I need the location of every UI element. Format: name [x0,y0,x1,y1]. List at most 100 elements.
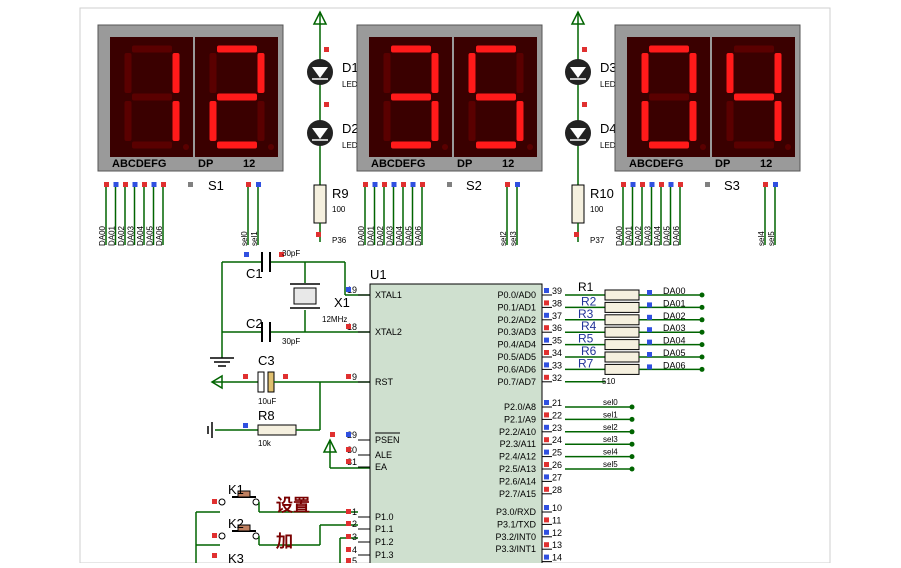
resistor-body [604,339,640,351]
pin-marker [346,447,351,452]
resistor-label: R9 [332,186,349,201]
led-label: D1 [342,60,359,75]
mcu-pin-number: 24 [552,435,562,445]
key-function-label: 加 [275,532,293,552]
net-label: DA00 [663,286,686,296]
mcu-pin-name: ALE [375,450,392,460]
mcu-pin-name: P1.1 [375,524,394,534]
junction-dot [629,466,635,472]
net-label: DA04 [653,225,662,246]
mcu-pin-number: 22 [552,410,562,420]
pin-marker [346,509,351,514]
pin-marker [659,182,664,187]
pin-marker [346,459,351,464]
pin-marker [346,374,351,379]
mcu-pin-name: XTAL2 [375,327,402,337]
mcu-pin-name: P2.0/A8 [504,402,536,412]
mcu-body [369,283,543,568]
pin-marker [647,327,652,333]
display-label: S1 [208,178,224,193]
resistor-value: 510 [602,377,616,386]
pin-marker [647,339,652,345]
net-label: sel4 [603,448,618,457]
segment-pins-label: ABCDEFG [629,158,683,170]
mcu-pin-number: 11 [552,515,561,525]
pin-marker [544,437,549,443]
net-label: DA02 [634,225,643,246]
mcu-pin-name: P2.6/A14 [499,476,536,486]
resistor-label: R8 [258,408,275,423]
dp-pin-label: DP [715,158,730,170]
mcu-pin-number: 4 [352,545,357,555]
decimal-point [527,144,533,150]
mcu-label: U1 [370,267,387,282]
led-chain-2 [565,47,591,242]
pin-marker [647,364,652,370]
mcu-pin-number: 28 [552,485,562,495]
display-label: S3 [724,178,740,193]
net-label: DA01 [625,225,634,246]
power-arrow-icon [570,10,586,25]
pin-marker [544,449,549,455]
mcu-pin-name: P0.1/AD1 [497,302,536,312]
segment-f-digit-4 [726,53,734,93]
pin-marker [346,558,351,563]
segment-g-digit-3 [391,93,431,101]
mcu-pin-name: P2.5/A13 [499,464,536,474]
segment-d-digit-2 [217,141,257,149]
mcu-pin-number: 27 [552,472,562,482]
junction-dot [699,354,705,360]
pin-marker [246,182,251,187]
mcu-pin-name: P0.4/AD4 [497,340,536,350]
cap-value: 10uF [258,397,276,406]
segment-a-digit-0 [649,45,689,53]
resistor-label: R1 [578,280,594,294]
segment-d-digit-4 [734,141,774,149]
pin-marker [346,324,351,329]
junction-dot [699,329,705,335]
oscillator-circuit [210,252,370,367]
crystal-label: X1 [334,295,350,310]
common-pins-label: 12 [243,158,255,170]
pin-marker [668,182,674,187]
pin-marker [705,182,710,187]
segment-d-digit-1 [132,141,172,149]
pin-marker [647,302,652,308]
pin-marker [647,290,652,295]
segment-c-digit-5 [516,101,524,141]
net-label: sel2 [499,231,508,246]
junction-dot [629,416,635,422]
junction-dot [699,304,705,310]
pin-marker [544,288,549,293]
mcu-pin-name: P0.3/AD3 [497,327,536,337]
pin-marker [544,325,549,331]
resistor-body [604,326,640,338]
net-label: DA05 [663,225,672,246]
mcu-pin-number: 38 [552,298,562,308]
mcu-pin-name: P2.2/A10 [499,427,536,437]
resistor-body [604,289,640,301]
resistor-body [604,314,640,326]
reset-circuit [207,371,370,469]
mcu-pin-number: 29 [347,430,357,440]
pin-marker [372,182,378,187]
resistor-body [604,301,640,313]
net-label: P36 [332,236,347,245]
mcu-pin-number: 30 [347,445,357,455]
mcu-pin-number: 31 [347,457,357,467]
pin-marker [544,337,549,343]
net-label: DA02 [663,311,686,321]
segment-b-digit-0 [689,53,697,93]
net-label: sel0 [603,398,618,407]
mcu-pin-name: P2.3/A11 [500,439,536,449]
pin-marker [346,432,351,437]
decimal-point [442,144,448,150]
led-label: D2 [342,121,359,136]
segment-a-digit-4 [734,45,774,53]
power-arrow-icon [312,10,328,25]
pin-marker [142,182,147,187]
pin-marker [151,182,157,187]
pin-marker [544,374,549,380]
pin-marker [544,350,549,355]
led-label: D3 [600,60,617,75]
